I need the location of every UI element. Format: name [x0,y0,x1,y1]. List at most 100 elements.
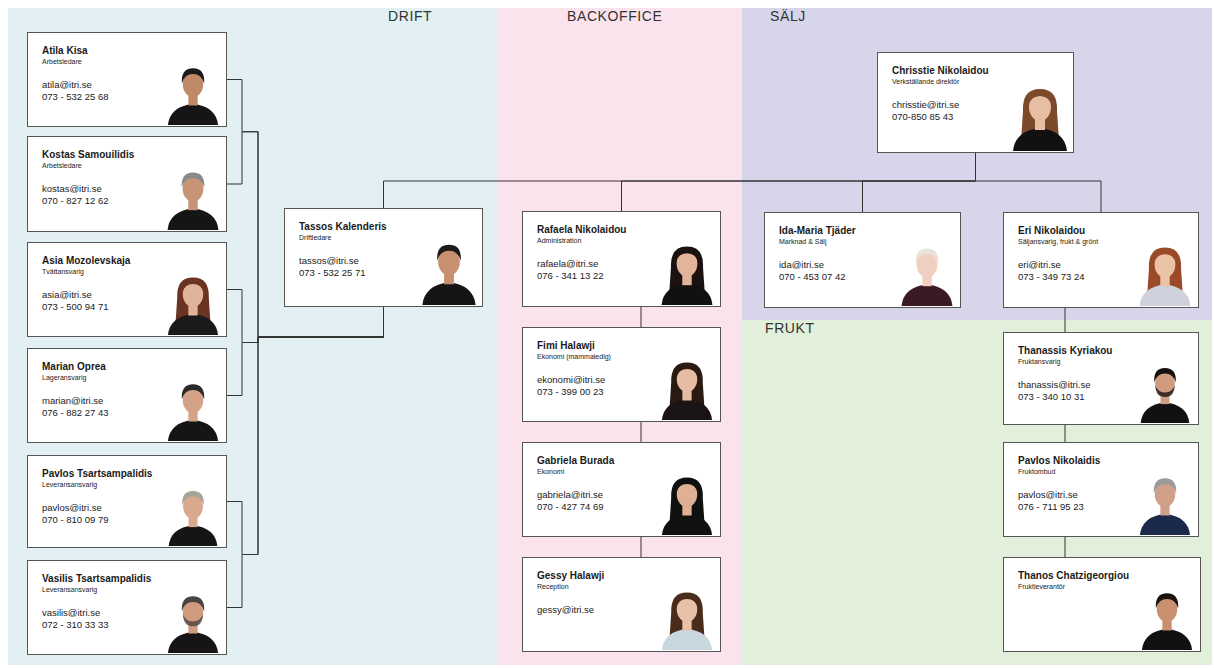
card-text-column: Eri NikolaidouSäljansvarig, frukt & grön… [1018,224,1098,283]
card-text-column: Pavlos NikolaidisFruktombud pavlos@itri.s… [1018,454,1100,513]
email-address: atila@itri.se [42,79,109,91]
portrait-photo [163,588,223,653]
job-title: Administration [537,236,626,245]
person-card: Gabriela BuradaEkonomigabriela@itri.se07… [522,442,721,537]
person-card: Chrisstie NikolaidouVerkställande direkt… [877,52,1074,153]
org-connector [227,290,384,343]
phone-number: 073 - 500 94 71 [42,301,130,313]
person-name: Ida-Maria Tjäder [779,224,856,237]
person-name: Pavlos Nikolaidis [1018,454,1100,467]
person-name: Pavlos Tsartsampalidis [42,467,152,480]
email-address: chrisstie@itri.se [892,99,989,111]
job-title: Fruktleverantör [1018,582,1129,591]
email-address: ekonomi@itri.se [537,374,611,386]
phone-number: 073 - 349 73 24 [1018,271,1098,283]
phone-number: 076 - 341 13 22 [537,270,626,282]
person-name: Gessy Halawji [537,569,604,582]
phone-number: 073 - 340 10 31 [1018,391,1112,403]
job-title: Säljansvarig, frukt & grönt [1018,237,1098,246]
email-address: pavlos@itri.se [1018,489,1100,501]
person-card: Ida-Maria TjäderMarknad & Säljida@itri.s… [764,212,961,308]
card-text-column: Vasilis TsartsampalidisLeveransansvarigv… [42,572,151,631]
person-name: Gabriela Burada [537,454,614,467]
phone-number: 076 - 711 95 23 [1018,501,1100,513]
job-title: Leveransansvarig [42,585,151,594]
phone-number: 076 - 882 27 43 [42,407,109,419]
person-card: Kostas SamouilidisArbetsledarekostas@itr… [27,136,227,232]
portrait-photo [163,164,223,230]
portrait-photo [657,355,717,420]
person-card: Gessy HalawjiReceptiongessy@itri.se [522,557,721,652]
section-heading: DRIFT [388,8,432,24]
org-connector [1065,537,1066,557]
section-heading: BACKOFFICE [567,8,662,24]
phone-number: 070-850 85 43 [892,111,989,123]
phone-number: 073 - 532 25 68 [42,91,109,103]
person-card: Atila KisaArbetsledareatila@itri.se073 -… [27,32,227,127]
portrait-photo [163,483,223,546]
person-card: Marian OpreaLageransvarigmarian@itri.se0… [27,348,227,443]
card-text-column: Gessy HalawjiReceptiongessy@itri.se [537,569,604,616]
org-connector [227,132,384,337]
section-heading: FRUKT [765,320,815,336]
phone-number: 070 - 427 74 69 [537,501,614,513]
job-title: Driftledare [299,233,387,242]
email-address: ida@itri.se [779,259,856,271]
email-address: marian@itri.se [42,395,109,407]
email-address: eri@itri.se [1018,259,1098,271]
org-connector [227,80,384,338]
person-name: Thanos Chatzigeorgiou [1018,569,1129,582]
portrait-photo [1010,80,1070,151]
org-connector [1065,308,1066,332]
section-band: DRIFTAtila KisaArbetsledareatila@itri.se… [8,8,497,665]
email-address: rafaela@itri.se [537,258,626,270]
email-address: pavlos@itri.se [42,502,152,514]
card-text-column: Thanassis KyriakouFruktansvarigthanassis… [1018,344,1112,403]
org-connector [641,422,642,442]
portrait-photo [897,240,957,306]
portrait-photo [1135,360,1195,423]
person-card: Tassos KalenderisDriftledaretassos@itri.… [284,208,483,307]
email-address: gessy@itri.se [537,604,604,616]
job-title: Fruktombud [1018,467,1100,476]
person-name: Asia Mozolevskaja [42,254,130,267]
org-connector [976,153,1102,212]
person-name: Eri Nikolaidou [1018,224,1098,237]
phone-number: 073 - 532 25 71 [299,267,387,279]
person-card: Vasilis TsartsampalidisLeveransansvarigv… [27,560,227,655]
email-address: asia@itri.se [42,289,130,301]
email-address: kostas@itri.se [42,183,134,195]
portrait-photo [419,236,479,305]
org-connector [641,537,642,557]
person-name: Fimi Halawji [537,339,611,352]
portrait-photo [657,585,717,650]
person-card: Rafaela NikolaidouAdministration rafaela@… [522,211,721,307]
org-connector [622,153,976,211]
person-name: Rafaela Nikolaidou [537,223,626,236]
portrait-photo [657,470,717,535]
section-heading: SÄLJ [770,8,806,24]
email-address: gabriela@itri.se [537,489,614,501]
card-text-column: Pavlos TsartsampalidisLeveransansvarigpa… [42,467,152,526]
portrait-photo [657,239,717,305]
job-title: Arbetsledare [42,57,109,66]
org-connector [1065,425,1066,442]
person-card: Pavlos NikolaidisFruktombud pavlos@itri.s… [1003,442,1199,537]
person-name: Chrisstie Nikolaidou [892,64,989,77]
org-connector [384,153,976,208]
phone-number: 073 - 399 00 23 [537,386,611,398]
card-text-column: Asia MozolevskajaTvättansvarig asia@itri.… [42,254,130,313]
org-connector [863,153,976,212]
card-text-column: Tassos KalenderisDriftledaretassos@itri.… [299,220,387,279]
job-title: Verkställande direktör [892,77,989,86]
card-text-column: Kostas SamouilidisArbetsledarekostas@itr… [42,148,134,207]
phone-number: 070 - 827 12 62 [42,195,134,207]
card-text-column: Rafaela NikolaidouAdministration rafaela@… [537,223,626,282]
card-text-column: Thanos ChatzigeorgiouFruktleverantör [1018,569,1129,604]
org-connector [227,307,384,608]
phone-number: 070 - 453 07 42 [779,271,856,283]
job-title: Lageransvarig [42,373,109,382]
person-name: Thanassis Kyriakou [1018,344,1112,357]
job-title: Tvättansvarig [42,267,130,276]
email-address: vasilis@itri.se [42,607,151,619]
